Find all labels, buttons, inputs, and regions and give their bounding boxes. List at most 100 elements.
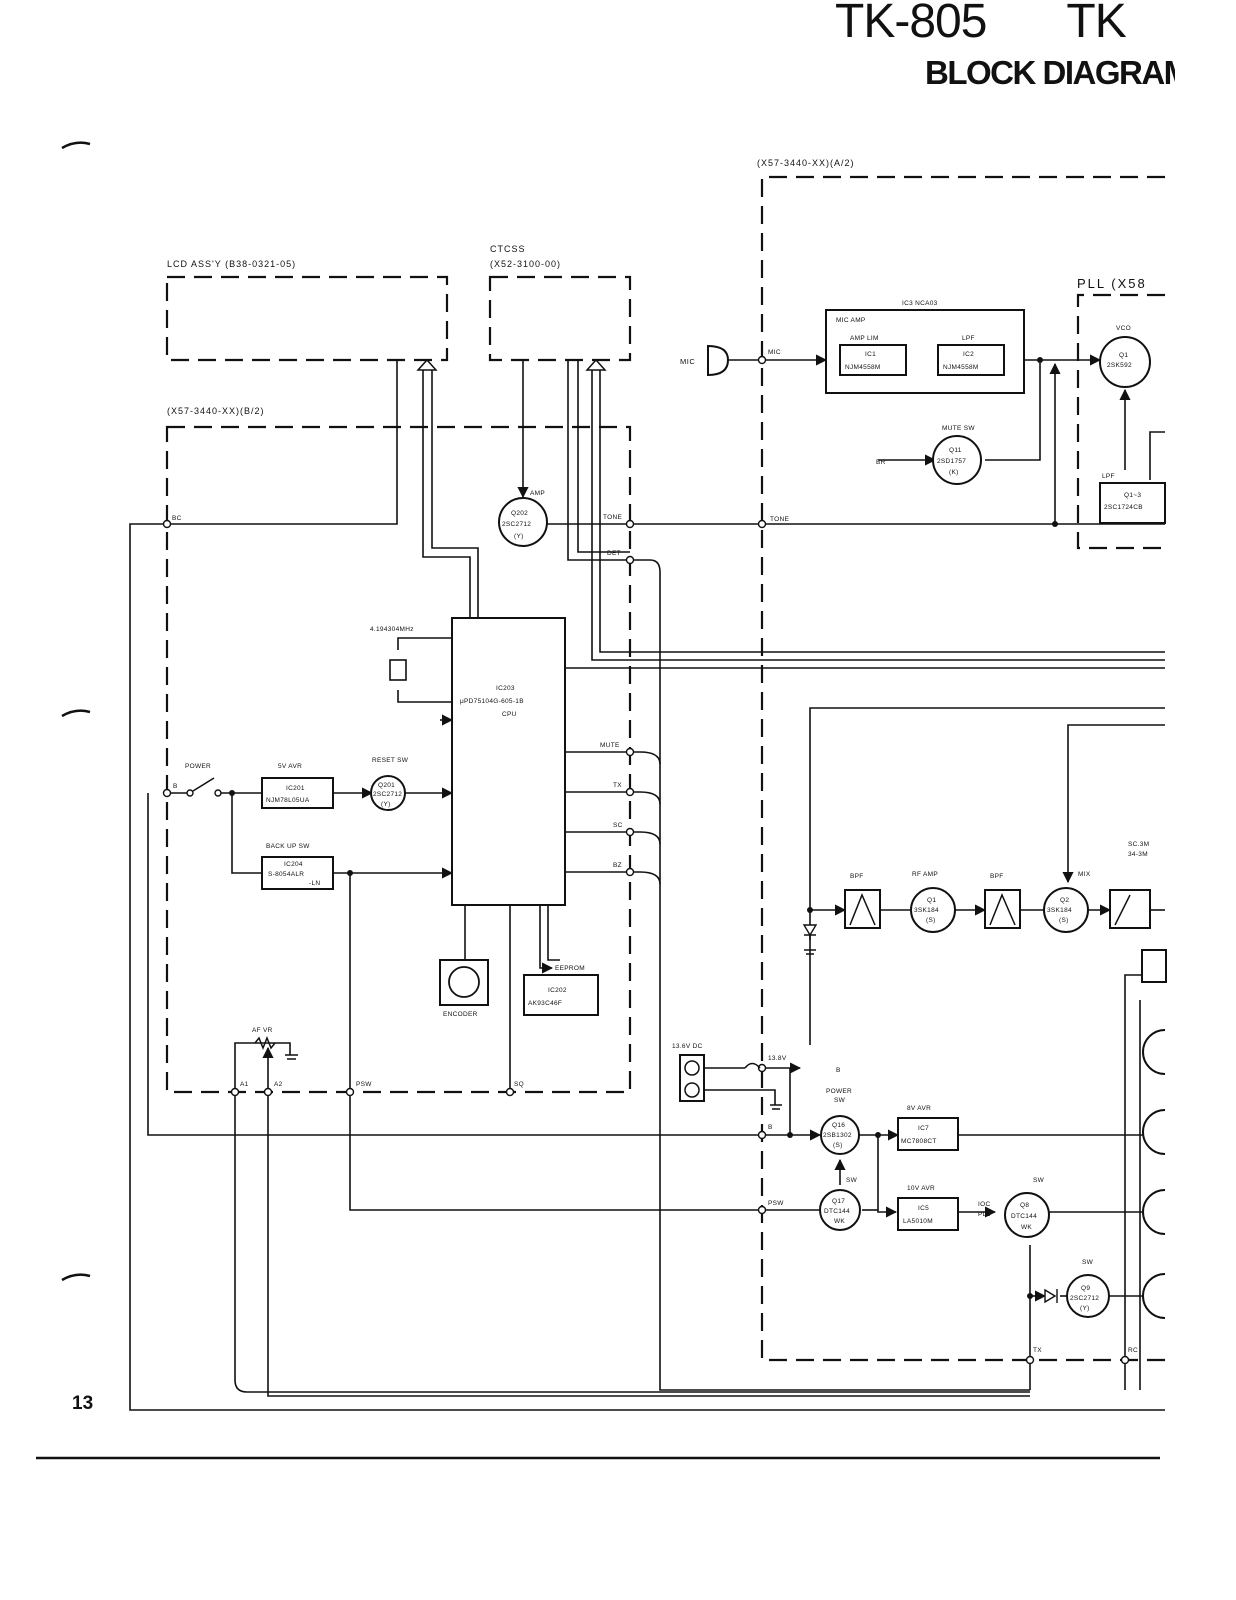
mic-label: MIC [680,357,695,366]
ic204-part2: -LN [309,880,320,887]
ic201-part: NJM78L05UA [266,797,310,804]
powersw-label-2: SW [834,1097,846,1104]
q2-ref: Q2 [1060,897,1069,904]
power-label: POWER [185,763,211,770]
pll-outline [1076,293,1165,550]
q201-rank: (Y) [381,801,391,808]
mute-sw-label: MUTE SW [942,425,975,432]
q11-transistor [932,435,982,485]
avr5-label: 5V AVR [278,763,302,770]
cpu-label: CPU [502,711,517,718]
q1-rf-transistor [910,887,956,933]
ic7-block [897,1117,959,1151]
avr8-label: 8V AVR [907,1105,931,1112]
pll-signal-label: PLL [978,1211,991,1218]
q202-ref: Q202 [511,510,528,517]
br-label: BR [876,459,886,466]
unit-b-label: (X57-3440-XX)(B/2) [167,406,265,416]
binder-marks [61,141,91,1282]
q9-sw-label: SW [1082,1259,1094,1266]
ic5-ref: IC5 [918,1205,929,1212]
vco-ref: Q1 [1119,352,1128,359]
q8-ref: Q8 [1020,1202,1029,1209]
cpu-block [451,617,566,906]
q202-label: AMP [530,490,545,497]
q16-transistor [820,1115,860,1155]
b-pin-a-label: B [768,1124,773,1131]
amp-lim-label: AMP LIM [850,335,879,342]
lcd-assembly-outline [165,275,449,362]
bc-pin-label: BC [172,515,182,522]
mic-amp-label: MIC AMP [836,317,866,324]
pll-q-part: 2SC1724CB [1104,504,1143,511]
ic3-header: IC3 NCA03 [902,300,938,307]
tone-pin-label: TONE [603,514,623,521]
bpf1-label: BPF [850,873,864,880]
ctcss-label-1: CTCSS [490,244,526,254]
q11-part: 2SD1757 [937,458,966,465]
afvr-label: AF VR [252,1027,273,1034]
psw-pin-a-label: PSW [768,1200,784,1207]
ic201-block [261,777,334,809]
tx-pin-label: TX [613,782,622,789]
q8-part: DTC144 [1011,1213,1037,1220]
q1-ref: Q1 [927,897,936,904]
bpf2-label: BPF [990,873,1004,880]
q17-sw-label: SW [846,1177,858,1184]
ic201-ref: IC201 [286,785,305,792]
ic2-block [937,344,1005,376]
a1-pin-label: A1 [240,1081,249,1088]
v138-label: 13.8V [768,1055,787,1062]
q17-transistor [819,1189,861,1231]
q17-ref: Q17 [832,1198,845,1205]
q16-part: 2SB1302 [823,1132,852,1139]
unit-b-outline [165,425,632,1094]
cpu-part: μPD75104G-605-1B [460,698,524,705]
q9-transistor [1066,1274,1110,1318]
crystal-label: 4.194304MHz [370,626,414,633]
ic202-part: AK93C46F [528,1000,562,1007]
ic204-block [261,856,334,890]
encoder-label: ENCODER [443,1011,478,1018]
section-title: BLOCK DIAGRAM [925,54,1175,91]
q2-part: 3SK184 [1047,907,1072,914]
ic7-ref: IC7 [918,1125,929,1132]
tx-pin-a-label: TX [1033,1347,1042,1354]
vco-part: 2SK592 [1107,362,1132,369]
q2-mix-transistor [1043,887,1089,933]
vco-transistor [1099,336,1151,388]
pll-lpf-block [1099,482,1166,524]
sq-pin-label: SQ [514,1081,524,1088]
ic204-part: S-8054ALR [268,871,304,878]
q9-rank: (Y) [1080,1305,1090,1312]
q202-transistor [498,497,548,547]
q1-part: 3SK184 [914,907,939,914]
pll-q-ref: Q1~3 [1124,492,1141,499]
q9-ref: Q9 [1081,1285,1090,1292]
ic7-part: MC7808CT [901,1138,937,1145]
q202-rank: (Y) [514,533,524,540]
ic204-ref: IC204 [284,861,303,868]
unit-a-outline [760,175,1165,1362]
lpf-label: LPF [962,335,975,342]
q1-rank: (S) [926,917,936,924]
q201-ref: Q201 [378,782,395,789]
avr10-label: 10V AVR [907,1185,935,1192]
model-title-2: TK [1066,0,1126,48]
vco-label: VCO [1116,325,1131,332]
ctcss-label-2: (X52-3100-00) [490,259,561,269]
bz-pin-label: BZ [613,862,622,869]
q202-part: 2SC2712 [502,521,531,528]
b-pin-label: B [173,783,178,790]
sc34-label: 34-3M [1128,851,1148,858]
pll-lpf-label: LPF [1102,473,1115,480]
ic202-block [523,974,599,1016]
mute-pin-label: MUTE [600,742,620,749]
q201-transistor [370,775,406,811]
q8-rank: WK [1021,1224,1032,1231]
tone-pin-a-label: TONE [770,516,790,523]
reset-label: RESET SW [372,757,409,764]
q11-ref: Q11 [949,447,962,454]
